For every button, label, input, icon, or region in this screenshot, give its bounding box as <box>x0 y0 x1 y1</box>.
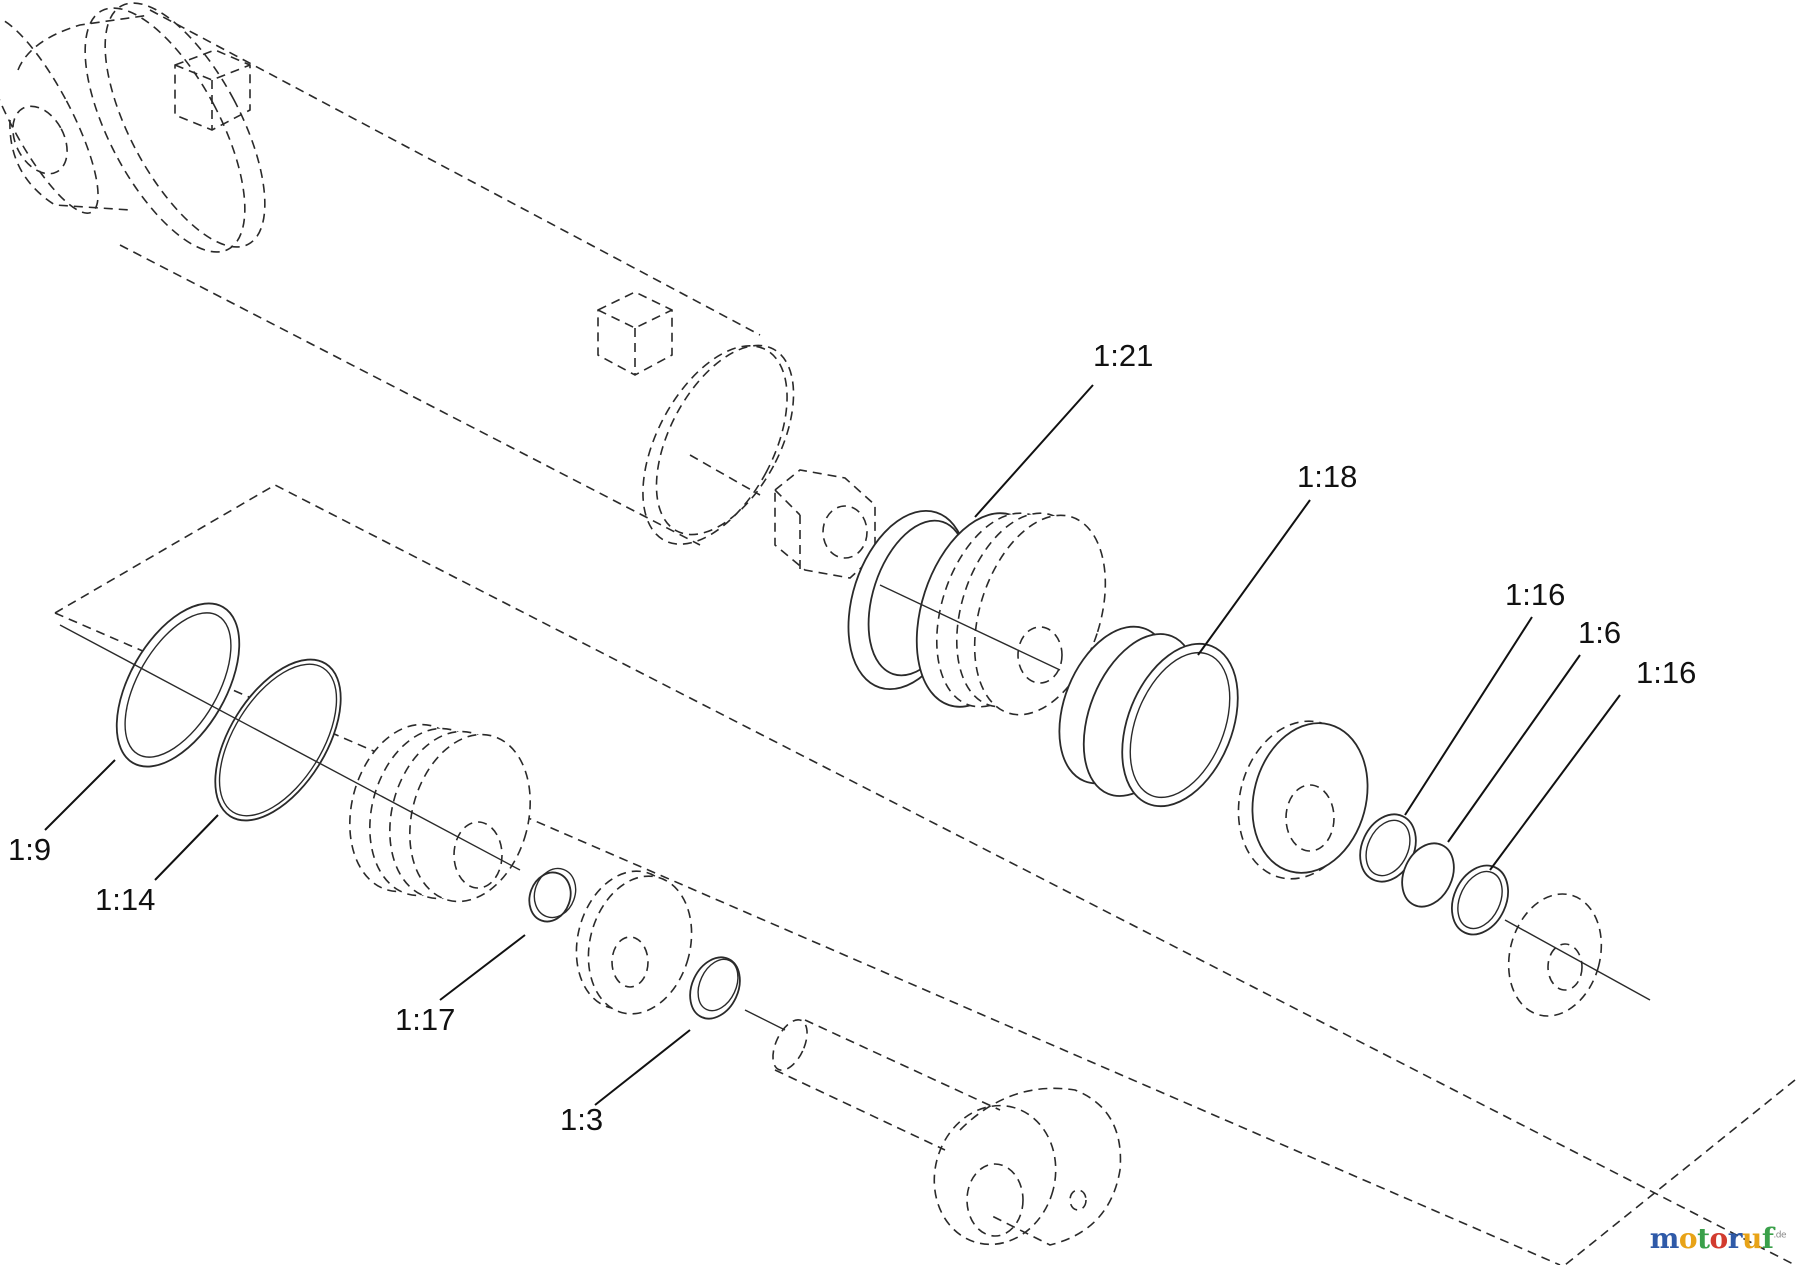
backup-ring <box>115 602 241 768</box>
watermark-letter: m <box>1649 1222 1680 1255</box>
motoruf-watermark-logo: motoruf.de <box>1649 1222 1787 1255</box>
leader-lines <box>44 384 1621 1106</box>
watermark-suffix: .de <box>1773 1230 1786 1241</box>
callout-1-9: 1:9 <box>8 832 51 867</box>
small-rings <box>1359 813 1509 936</box>
piston-lower <box>59 624 531 903</box>
callout-1-6: 1:6 <box>1578 615 1621 650</box>
gland <box>1237 720 1369 880</box>
port-block-upper <box>174 49 251 131</box>
piston-upper <box>847 509 1107 716</box>
callout-1-3: 1:3 <box>560 1102 603 1137</box>
port-block-lower <box>597 291 673 376</box>
callout-labels: 1:21 1:18 1:16 1:6 1:16 1:9 1:14 1:17 1:… <box>8 338 1696 1137</box>
callout-1-16-b: 1:16 <box>1636 655 1696 690</box>
bushing <box>528 867 577 923</box>
callout-1-14: 1:14 <box>95 882 155 917</box>
watermark-letter: f <box>1761 1222 1774 1255</box>
cylinder-barrel <box>0 2 795 546</box>
piston-rod <box>744 1009 1001 1151</box>
watermark-letter: o <box>1709 1222 1729 1255</box>
o-ring <box>214 658 342 822</box>
watermark-letter: o <box>1678 1222 1698 1255</box>
rod-eye <box>933 1087 1122 1246</box>
watermark-letter: r <box>1727 1222 1743 1255</box>
piston-seal-set <box>1058 625 1239 808</box>
hex-nut <box>774 469 876 579</box>
wiper-washer <box>1504 893 1651 1017</box>
rod-guide <box>575 870 693 1015</box>
watermark-letter: t <box>1697 1222 1710 1255</box>
callout-1-18: 1:18 <box>1297 459 1357 494</box>
watermark-letter: u <box>1741 1222 1762 1255</box>
rod-seal <box>689 956 741 1020</box>
callout-1-17: 1:17 <box>395 1002 455 1037</box>
callout-1-16-a: 1:16 <box>1505 577 1565 612</box>
callout-1-21: 1:21 <box>1093 338 1153 373</box>
